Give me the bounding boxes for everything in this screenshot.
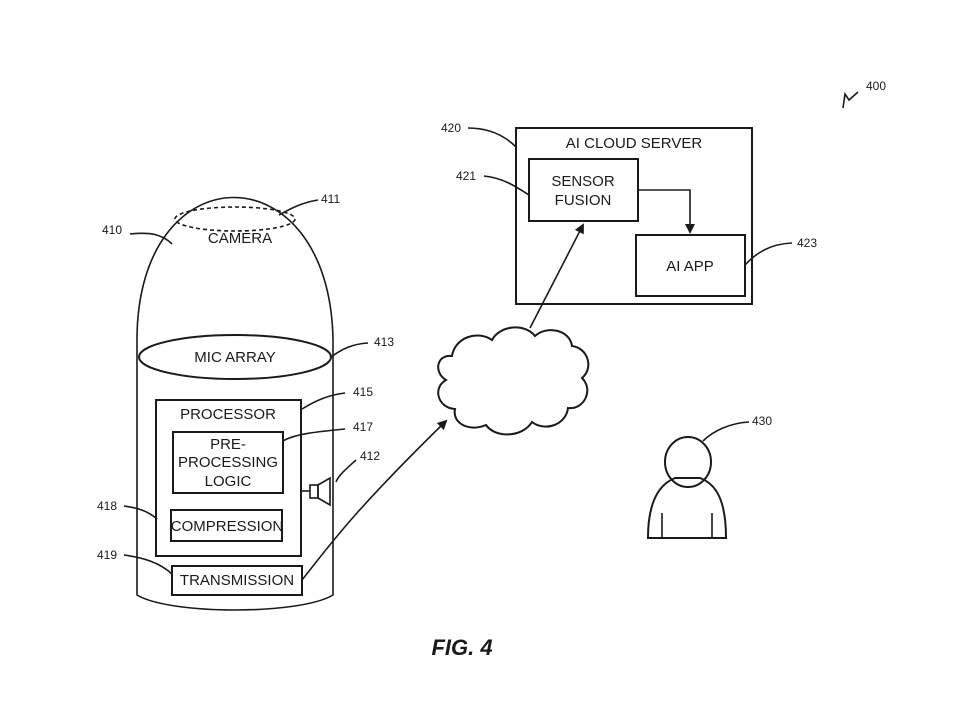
speaker-icon <box>302 476 331 507</box>
cloud-icon <box>437 326 590 436</box>
sensor-fusion-line1: SENSOR <box>551 173 615 190</box>
preprocessing-line2: PROCESSING <box>178 454 278 471</box>
figure-caption: FIG. 4 <box>431 635 492 660</box>
camera-device: CAMERA MIC ARRAY PROCESSOR PRE- PROCESSI… <box>136 196 334 611</box>
ai-cloud-server: AI CLOUD SERVER SENSOR FUSION AI APP <box>515 127 753 305</box>
ai-app-box <box>635 234 746 297</box>
camera-lens <box>174 206 296 232</box>
processor-box <box>155 399 302 557</box>
preprocessing-line1: PRE- <box>210 436 246 453</box>
cloud-server-refs: 420 421 423 <box>441 121 817 266</box>
camera-device-body <box>136 196 334 611</box>
ref-419: 419 <box>97 548 117 562</box>
preprocessing-line3: LOGIC <box>205 473 252 490</box>
cloud-to-server-arrow <box>529 223 584 329</box>
transmission-box <box>171 565 303 596</box>
transmission-label: TRANSMISSION <box>180 572 294 589</box>
ref-418: 418 <box>97 499 117 513</box>
ai-cloud-server-box <box>515 127 753 305</box>
compression-label: COMPRESSION <box>171 518 284 535</box>
ref-417: 417 <box>353 420 373 434</box>
transmission-to-cloud-arrow <box>301 419 448 581</box>
ref-412: 412 <box>360 449 380 463</box>
figure-ref-400: 400 <box>842 79 886 109</box>
ref-411: 411 <box>321 192 340 206</box>
ref-420: 420 <box>441 121 461 135</box>
ref-423: 423 <box>797 236 817 250</box>
camera-label: CAMERA <box>208 230 272 247</box>
user-icon <box>646 436 728 539</box>
processor-label: PROCESSOR <box>180 406 276 423</box>
ref-430: 430 <box>752 414 772 428</box>
ai-cloud-server-title: AI CLOUD SERVER <box>566 135 703 152</box>
compression-box <box>170 509 283 542</box>
ref-415: 415 <box>353 385 373 399</box>
ref-413: 413 <box>374 335 394 349</box>
sensor-fusion-box <box>528 158 639 222</box>
ref-421: 421 <box>456 169 476 183</box>
camera-device-refs: 410 411 413 415 417 412 418 419 <box>97 192 394 575</box>
ai-app-label: AI APP <box>666 258 714 275</box>
ref-410: 410 <box>102 223 122 237</box>
user-ref: 430 <box>702 414 772 442</box>
preprocessing-box <box>172 431 284 494</box>
sensor-fusion-line2: FUSION <box>555 192 612 209</box>
figure-ref-label: 400 <box>866 79 886 93</box>
mic-array-label: MIC ARRAY <box>194 349 275 366</box>
fusion-to-app-arrow <box>638 189 695 234</box>
